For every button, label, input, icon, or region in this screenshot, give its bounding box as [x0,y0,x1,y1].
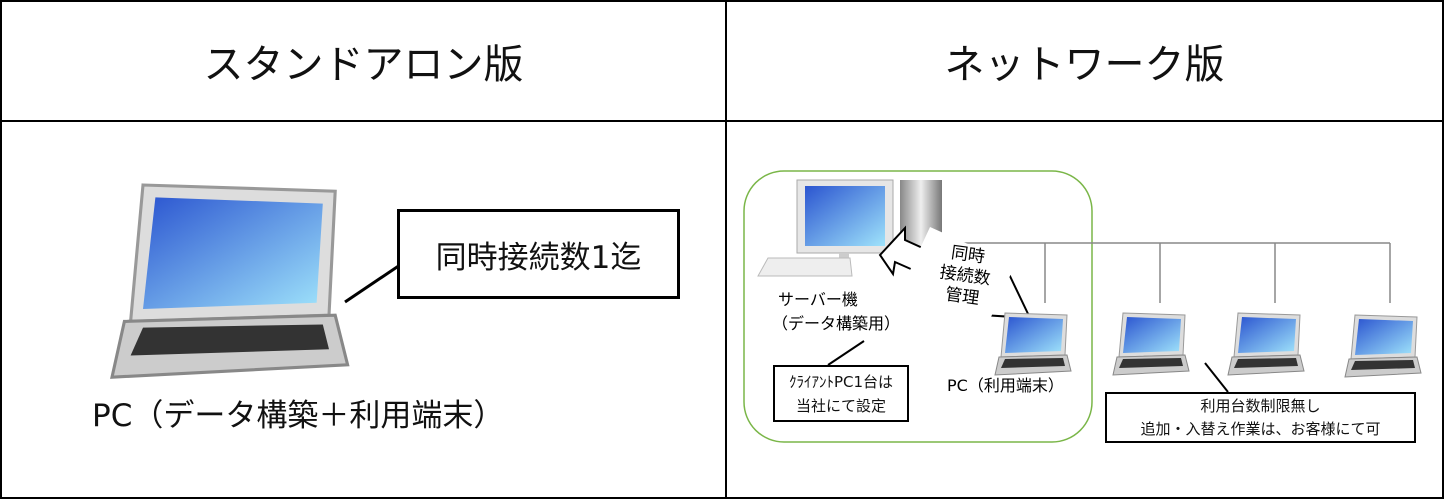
client-setup-note: ｸﾗｲｱﾝﾄPC1台は 当社にて設定 [773,365,909,422]
laptop-icon [110,183,350,379]
server-label: サーバー機 （データ構築用） [772,288,900,336]
concurrent-limit-callout: 同時接続数1迄 [397,209,680,299]
unlimited-note: 利用台数制限無し 追加・入替え作業は、お客様にて可 [1105,392,1416,443]
header-standalone-text: スタンドアロン版 [203,42,524,88]
client-note-line: ｸﾗｲｱﾝﾄPC1台は [788,372,894,391]
network-pc-label: PC（利用端末） [947,376,1064,395]
laptop-icon [1227,312,1305,376]
cell-network [725,120,1444,499]
unlimited-note-line: 追加・入替え作業は、お客様にて可 [1140,419,1381,438]
server-label-line: サーバー機 [778,290,858,309]
callout-text: 同時接続数1迄 [435,239,642,276]
laptop-icon [1112,312,1190,376]
unlimited-note-line: 利用台数制限無し [1200,396,1321,415]
server-monitor-icon [757,179,894,277]
unlimited-note-line [1204,362,1229,393]
client-note-line: 当社にて設定 [795,396,886,415]
callout-line [344,263,401,304]
client-note-line [827,340,865,366]
arrow-label: 同時 接続数 管理 [931,241,999,312]
header-network-text: ネットワーク版 [944,42,1225,88]
server-group-outline [743,170,1093,443]
server-label-line: （データ構築用） [772,314,901,333]
laptop-icon [1344,314,1422,378]
standalone-pc-label: PC（データ構築＋利用端末） [92,398,505,434]
laptop-icon [994,312,1072,376]
